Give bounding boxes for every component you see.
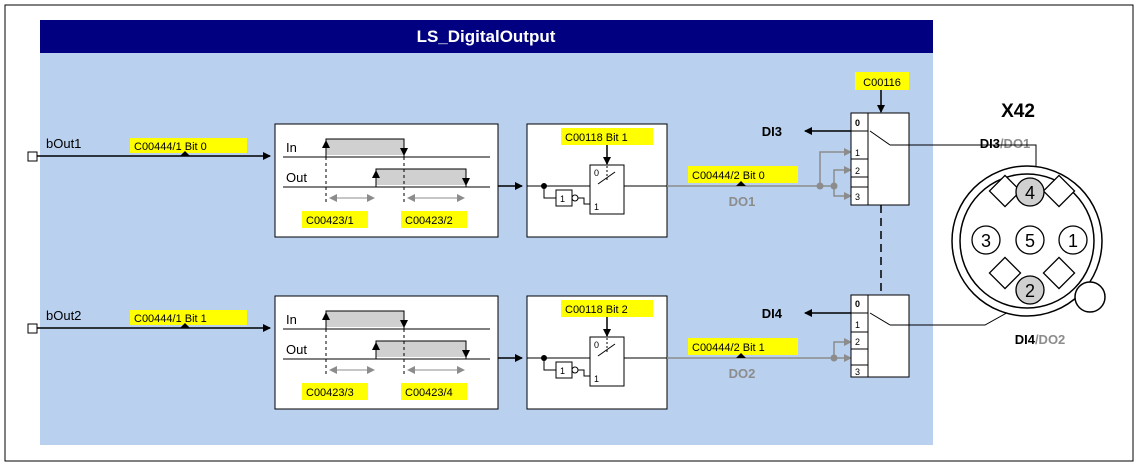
delay-on-code: C00423/3 xyxy=(306,387,354,399)
selector-code-label: C00116 xyxy=(863,77,901,89)
svg-text:0: 0 xyxy=(855,299,860,309)
svg-text:DI4/DO2: DI4/DO2 xyxy=(1015,332,1066,347)
channel-2: bOut2 C00444/1 Bit 1 In Out C00423/3 C00… xyxy=(27,294,910,410)
pin-1: 1 xyxy=(1068,231,1078,251)
channel-1: bOut1 C00444/1 Bit 0 In Out C00423/1 C00… xyxy=(27,112,910,238)
svg-text:0: 0 xyxy=(594,168,599,178)
input-port[interactable] xyxy=(27,151,38,162)
svg-text:0: 0 xyxy=(855,118,860,128)
timer-in-label: In xyxy=(286,312,297,327)
pin-bottom-do: /DO2 xyxy=(1035,332,1065,347)
input-code-label: C00444/1 Bit 1 xyxy=(134,313,207,325)
timer-out-label: Out xyxy=(286,170,307,185)
svg-text:DI3/DO1: DI3/DO1 xyxy=(980,136,1031,151)
svg-text:3: 3 xyxy=(855,367,860,377)
delay-on-code: C00423/1 xyxy=(306,215,354,227)
pin-4: 4 xyxy=(1025,183,1035,203)
svg-text:2: 2 xyxy=(855,337,860,347)
pin-2: 2 xyxy=(1025,281,1035,301)
invert-code-label: C00118 Bit 2 xyxy=(565,304,628,316)
block-title: LS_DigitalOutput xyxy=(417,27,556,46)
connector-name: X42 xyxy=(1001,101,1035,122)
svg-text:1: 1 xyxy=(594,202,599,212)
invert-code-label: C00118 Bit 1 xyxy=(565,132,628,144)
delay-off-code: C00423/4 xyxy=(405,387,453,399)
delay-off-code: C00423/2 xyxy=(405,215,453,227)
timer-in-label: In xyxy=(286,140,297,155)
selector-block xyxy=(850,294,910,378)
di-label: DI4 xyxy=(762,306,783,321)
input-port[interactable] xyxy=(27,323,38,334)
svg-text:1: 1 xyxy=(560,366,565,376)
svg-text:0: 0 xyxy=(594,340,599,350)
svg-text:3: 3 xyxy=(855,192,860,202)
block-header xyxy=(40,20,933,53)
output-code-label: C00444/2 Bit 0 xyxy=(692,170,765,182)
pin-top-do: /DO1 xyxy=(1000,136,1030,151)
svg-text:2: 2 xyxy=(855,166,860,176)
di-label: DI3 xyxy=(762,124,782,139)
pin-3: 3 xyxy=(981,231,991,251)
svg-text:1: 1 xyxy=(560,194,565,204)
signal-name: DO1 xyxy=(729,194,756,209)
pin-5: 5 xyxy=(1025,231,1035,251)
input-label: bOut1 xyxy=(46,136,81,151)
svg-text:1: 1 xyxy=(855,148,860,158)
input-label: bOut2 xyxy=(46,308,81,323)
timer-out-label: Out xyxy=(286,342,307,357)
pin-top-di: DI3 xyxy=(980,136,1000,151)
pin-bottom-di: DI4 xyxy=(1015,332,1036,347)
svg-text:1: 1 xyxy=(594,374,599,384)
input-code-label: C00444/1 Bit 0 xyxy=(134,141,207,153)
signal-name: DO2 xyxy=(729,366,756,381)
output-code-label: C00444/2 Bit 1 xyxy=(692,342,765,354)
connector-x42: X42 DI3/DO1 DI4/DO2 4 3 5 1 2 xyxy=(909,101,1106,347)
svg-text:1: 1 xyxy=(855,320,860,330)
